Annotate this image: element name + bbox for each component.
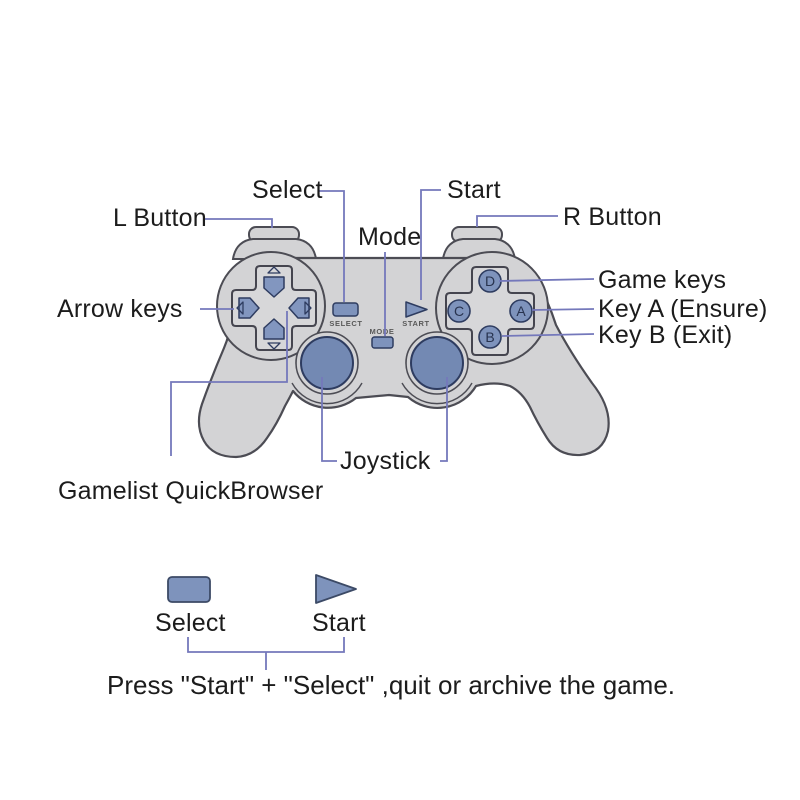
dpad-left-arrow bbox=[238, 297, 260, 319]
joystick-left-connector bbox=[321, 377, 337, 462]
key-b-label: Key B (Exit) bbox=[598, 321, 733, 349]
l-button-connector bbox=[205, 218, 273, 228]
dpad-down-arrow bbox=[263, 318, 285, 340]
joystick-label: Joystick bbox=[340, 447, 431, 475]
arrow-keys-label: Arrow keys bbox=[57, 295, 183, 323]
button-c-letter: C bbox=[454, 303, 464, 319]
game-keys-cross bbox=[445, 266, 535, 356]
key-b-connector bbox=[501, 333, 595, 337]
start-button-caption: START bbox=[402, 319, 429, 328]
dpad-right-arrow bbox=[288, 297, 310, 319]
left-joystick bbox=[300, 336, 354, 390]
gamelist-label: Gamelist QuickBrowser bbox=[58, 477, 324, 505]
select-label: Select bbox=[252, 176, 323, 204]
gamelist-connector bbox=[170, 311, 288, 456]
button-d-letter: D bbox=[485, 273, 495, 289]
button-a bbox=[509, 299, 533, 323]
legend-start-icon bbox=[315, 574, 357, 604]
caption-text: Press "Start" + "Select" ,quit or archiv… bbox=[107, 670, 676, 700]
legend-select-icon bbox=[167, 576, 211, 603]
connector-lines bbox=[170, 189, 595, 670]
r-button-label: R Button bbox=[563, 203, 662, 231]
legend-start-label: Start bbox=[312, 609, 366, 637]
select-connector bbox=[318, 190, 345, 302]
mode-label: Mode bbox=[358, 223, 422, 251]
right-stick-well-arc bbox=[401, 382, 473, 405]
select-button-caption: SELECT bbox=[329, 319, 362, 328]
key-a-connector bbox=[531, 308, 595, 311]
joystick-right-connector bbox=[440, 377, 448, 462]
button-a-letter: A bbox=[516, 303, 526, 319]
select-button bbox=[332, 302, 359, 317]
legend-bracket bbox=[187, 637, 345, 670]
mode-button-caption: MODE bbox=[370, 327, 395, 336]
start-connector bbox=[420, 189, 441, 300]
dpad-up-arrow bbox=[263, 276, 285, 298]
button-c bbox=[447, 299, 471, 323]
button-b bbox=[478, 325, 502, 349]
start-label: Start bbox=[447, 176, 501, 204]
game-keys-connector bbox=[498, 278, 595, 282]
dpad-cross bbox=[231, 265, 317, 351]
start-button bbox=[405, 301, 428, 318]
r-button-connector bbox=[476, 215, 558, 227]
dpad bbox=[231, 265, 317, 351]
dpad-up-tip-icon bbox=[267, 266, 281, 274]
legend-select-label: Select bbox=[155, 609, 226, 637]
key-a-label: Key A (Ensure) bbox=[598, 295, 768, 323]
l-button-label: L Button bbox=[113, 204, 207, 232]
game-keys-label: Game keys bbox=[598, 266, 727, 294]
right-joystick bbox=[410, 336, 464, 390]
dpad-right-tip-icon bbox=[304, 301, 312, 315]
dpad-down-tip-icon bbox=[267, 342, 281, 350]
button-b-letter: B bbox=[485, 329, 494, 345]
left-stick-well-arc bbox=[291, 382, 363, 405]
dpad-left-tip-icon bbox=[236, 301, 244, 315]
mode-button bbox=[371, 336, 394, 349]
